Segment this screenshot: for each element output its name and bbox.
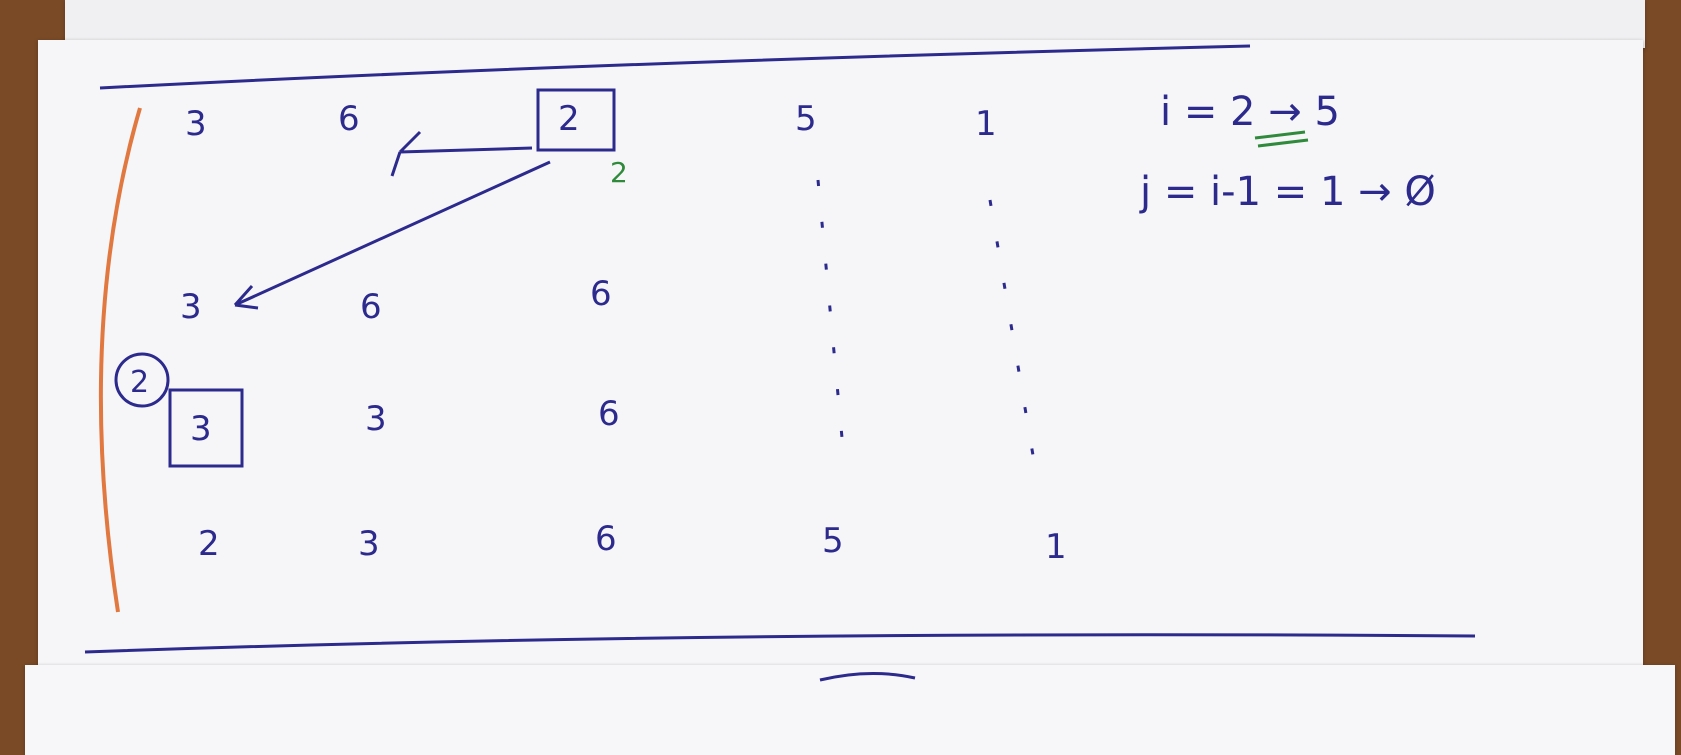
top-rule-line <box>99 44 1251 90</box>
cell-r1-c5: 1 <box>975 104 997 144</box>
cell-r4-c3: 6 <box>595 519 617 559</box>
note-j: j = i-1 = 1 → Ø <box>1139 169 1436 215</box>
box-around-3 <box>168 388 244 468</box>
cell-r2-c3: 6 <box>590 274 612 314</box>
paper-sheet-bottom <box>25 665 1675 755</box>
bottom-rule-line <box>84 633 1476 654</box>
cell-r1-c3: 2 <box>558 99 580 139</box>
box-around-2 <box>536 88 616 152</box>
paper-sheet-main <box>38 40 1643 680</box>
cell-r1-c1: 3 <box>185 104 207 144</box>
cell-r3-c2: 3 <box>365 399 387 439</box>
cell-r4-c4: 5 <box>822 521 844 561</box>
orange-bracket <box>98 107 142 613</box>
arrow-left <box>390 130 533 177</box>
dotted-column-5 <box>988 199 1040 486</box>
cell-r4-c5: 1 <box>1045 527 1067 567</box>
cell-r1-c2: 6 <box>338 99 360 139</box>
green-note-2: 2 <box>610 156 628 189</box>
circled-2: 2 <box>130 365 149 400</box>
cell-r2-c1: 3 <box>180 287 202 327</box>
dotted-column-4 <box>816 179 847 471</box>
green-underline <box>1254 130 1309 148</box>
arrow-diagonal <box>233 160 551 310</box>
cell-r4-c2: 3 <box>358 524 380 564</box>
cell-r1-c4: 5 <box>795 99 817 139</box>
cell-r3-c1: 3 <box>190 409 212 449</box>
lower-sheet-marks <box>819 672 916 682</box>
cell-r4-c1: 2 <box>198 524 220 564</box>
note-i: i = 2 → 5 <box>1160 89 1340 135</box>
cell-r3-c3: 6 <box>598 394 620 434</box>
circle-around-2 <box>114 352 170 408</box>
cell-r2-c2: 6 <box>360 287 382 327</box>
